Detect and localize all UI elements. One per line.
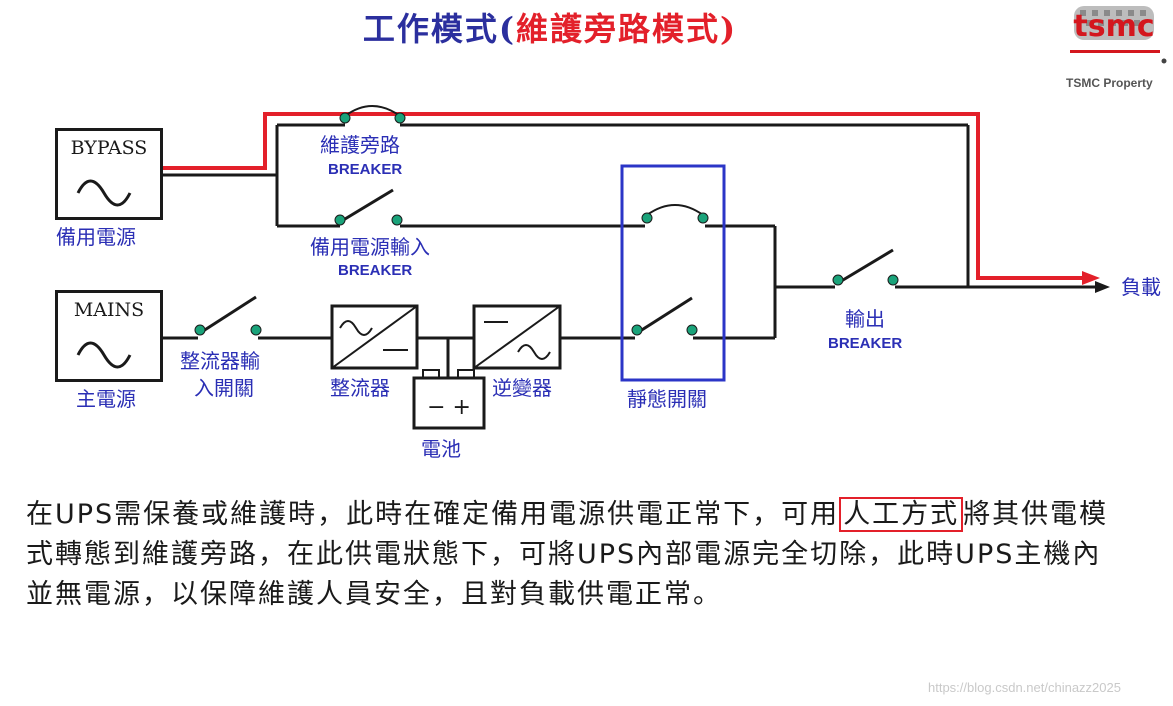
maintenance-bypass-label: 維護旁路: [320, 133, 400, 157]
rectifier-block: [330, 304, 419, 370]
description-after: 將其供電模式轉態到維護旁路，在此供電狀態下，可將UPS內部電源完全切除，此時UP…: [26, 499, 1109, 610]
static-switch-box: [620, 164, 726, 382]
bypass-input-label: 備用電源輸入: [310, 235, 430, 259]
battery-symbol: − +: [427, 395, 471, 420]
load-label: 負載: [1121, 275, 1161, 299]
title-prefix: 工作模式(: [362, 10, 516, 48]
maintenance-bypass-type: BREAKER: [328, 161, 403, 178]
bypass-input-type: BREAKER: [338, 262, 413, 279]
inverter-label: 逆變器: [492, 376, 552, 400]
static-switch-inverter-contact: [636, 296, 693, 335]
description-paragraph: 在UPS需保養或維護時，此時在確定備用電源供電正常下，可用人工方式將其供電模式轉…: [26, 495, 1116, 615]
rectifier-input-label-2: 入開關: [194, 376, 254, 400]
output-breaker-label: 輸出: [845, 307, 885, 331]
bypass-source-box: BYPASS: [55, 128, 163, 220]
battery-block: [412, 369, 486, 430]
battery-label: 電池: [421, 437, 461, 461]
bypass-input-breaker: [339, 188, 394, 224]
title-suffix: ): [720, 10, 738, 48]
maintenance-power-path: [163, 112, 1085, 280]
maintenance-bypass-breaker: [344, 105, 401, 117]
description-before: 在UPS需保養或維護時，此時在確定備用電源供電正常下，可用: [26, 499, 840, 530]
mains-source-caption: 主電源: [76, 387, 136, 411]
title-highlight: 維護旁路模式: [516, 10, 721, 48]
static-switch-bypass-contact: [646, 204, 704, 216]
logo-text: tsmc: [1073, 9, 1154, 44]
rectifier-input-switch: [199, 295, 257, 335]
rectifier-input-label-1: 整流器輸: [180, 349, 260, 373]
bypass-box-label: BYPASS: [70, 137, 148, 159]
watermark: https://blog.csdn.net/chinazz2025: [928, 680, 1121, 695]
bypass-source-caption: 備用電源: [56, 225, 136, 249]
ac-wave-icon: [76, 179, 132, 207]
tsmc-property-caption: TSMC Property: [1066, 76, 1153, 90]
mains-box-label: MAINS: [73, 299, 145, 321]
static-switch-label: 靜態開關: [627, 387, 707, 411]
inverter-block: [472, 304, 562, 370]
output-breaker-type: BREAKER: [828, 335, 903, 352]
description-highlight: 人工方式: [839, 497, 964, 532]
ac-wave-icon: [76, 341, 132, 369]
slide-title: 工作模式(維護旁路模式): [0, 4, 1100, 50]
rectifier-label: 整流器: [330, 376, 390, 400]
output-breaker: [837, 248, 894, 285]
tsmc-logo: tsmc: [1070, 6, 1167, 64]
mains-source-box: MAINS: [55, 290, 163, 382]
